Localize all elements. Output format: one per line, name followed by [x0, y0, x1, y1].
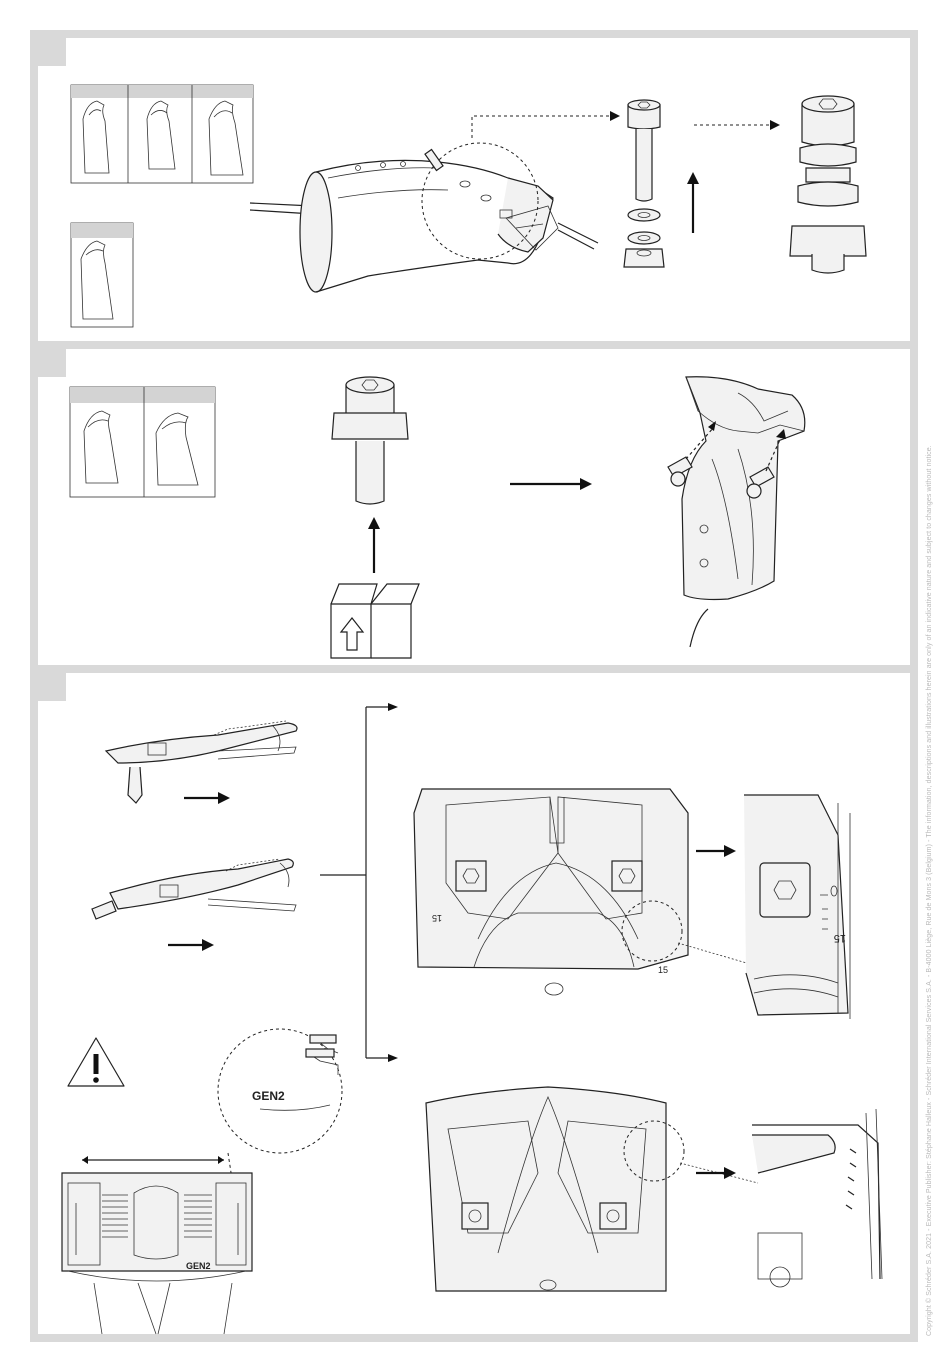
scale-label-top: 15 [658, 965, 668, 975]
gen2-zoom-label: GEN2 [252, 1089, 285, 1103]
luminaire-top-view-lower [426, 1087, 758, 1291]
step-2-panel [38, 349, 910, 665]
step-2-illustration [38, 349, 910, 665]
step-3-illustration: GEN2 GEN2 [38, 673, 910, 1334]
copyright-notice: Copyright © Schréder S.A. 2021 - Executi… [926, 256, 933, 1336]
bolt-with-nut [332, 377, 408, 504]
luminaire-variants-grid-2 [70, 387, 215, 497]
warning-icon [68, 1038, 124, 1086]
gen2-zoom-detail: GEN2 [218, 1029, 342, 1179]
bolt-assembled [790, 96, 866, 273]
luminaire-thumb [147, 101, 175, 169]
package-icon [331, 584, 419, 658]
luminaire-thumb [209, 101, 243, 175]
luminaire-top-view-upper: 15 15 [414, 789, 774, 995]
zoom-detail-upper: 15 [744, 795, 850, 1019]
luminaire-body [300, 160, 558, 292]
step-1-illustration [38, 38, 910, 341]
luminaire-mounted [668, 377, 805, 647]
step-1-panel [38, 38, 910, 341]
instruction-sheet: GEN2 GEN2 [30, 30, 918, 1342]
luminaire-front-gen2: GEN2 [62, 1173, 252, 1334]
luminaire-side-view-side-entry [92, 859, 296, 919]
luminaire-variant-single [71, 223, 133, 327]
scale-label-zoom: 15 [834, 932, 846, 944]
screw-exploded-small [425, 150, 512, 218]
gen2-small-label: GEN2 [186, 1261, 211, 1271]
zoom-detail-lower [752, 1109, 882, 1287]
bolt-exploded [624, 100, 664, 267]
step-3-panel: GEN2 GEN2 [38, 673, 910, 1334]
scale-label-left: 15 [432, 913, 442, 923]
luminaire-side-view-post-top [106, 721, 297, 803]
luminaire-thumb [83, 101, 109, 173]
luminaire-variants-grid [71, 85, 253, 183]
